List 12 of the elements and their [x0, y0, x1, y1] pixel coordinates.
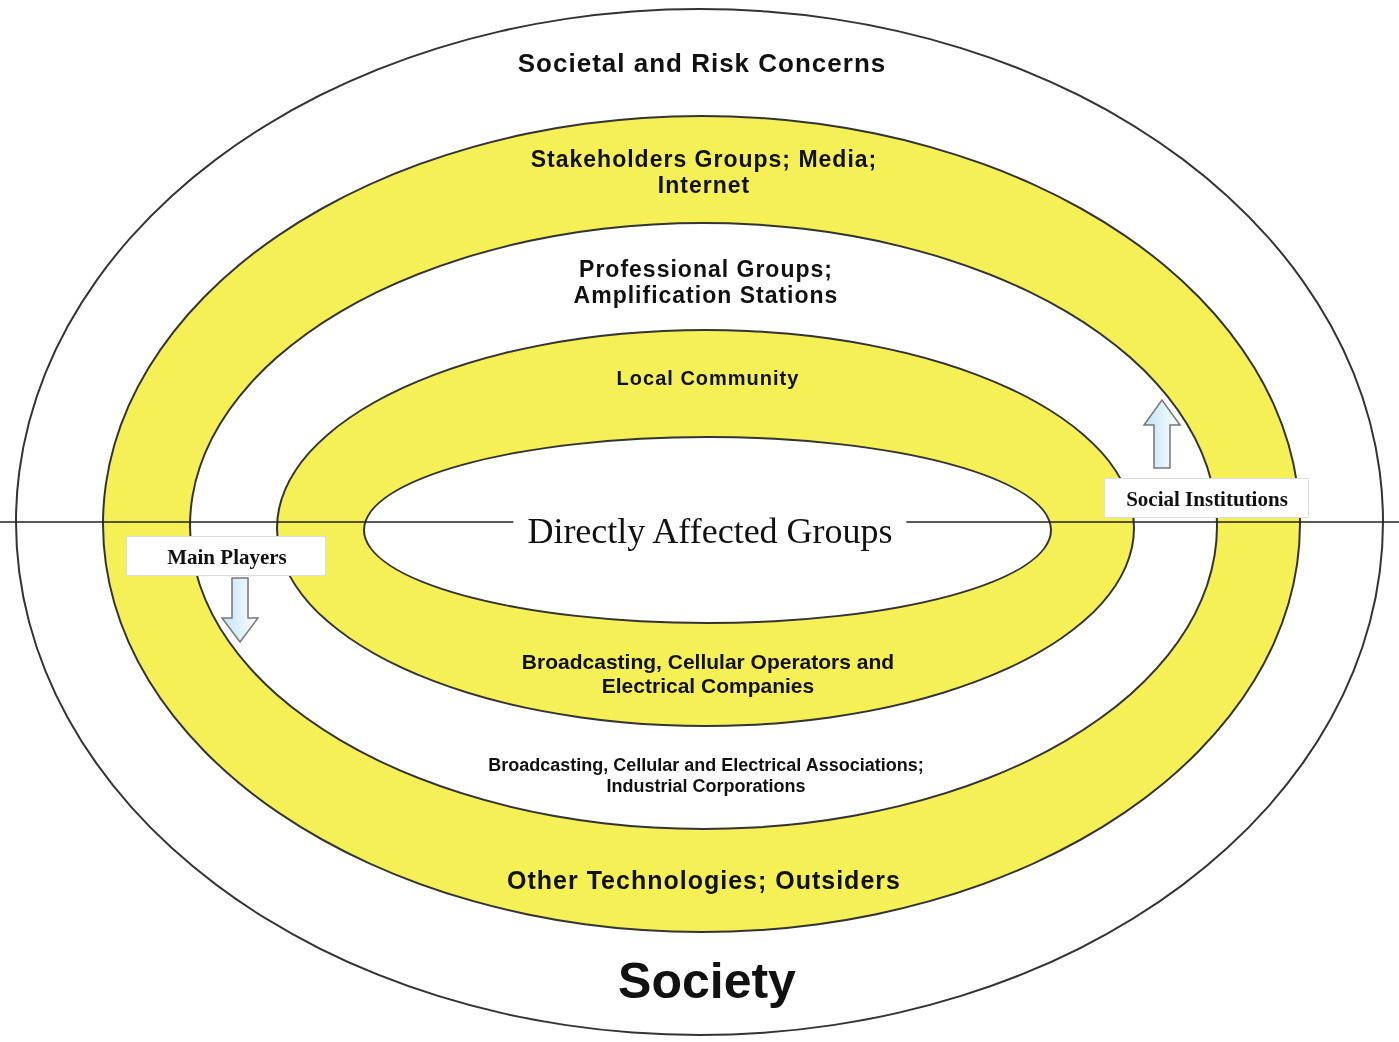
- ring-label: Broadcasting, Cellular Operators and Electrical Companies: [520, 649, 896, 699]
- ring-label: Broadcasting, Cellular and Electrical Associations; Industrial Corporations: [487, 755, 925, 797]
- label-box: [126, 536, 326, 576]
- ring-label: Professional Groups; Amplification Stations: [572, 255, 840, 309]
- ring-label: Other Technologies; Outsiders: [507, 865, 901, 895]
- ring-label: Societal and Risk Concerns: [517, 49, 887, 79]
- label-box: [1104, 478, 1309, 518]
- box-label: Main Players: [167, 544, 287, 570]
- ring-label: Local Community: [616, 366, 800, 390]
- ring-label: Society: [618, 953, 796, 1011]
- box-label: Social Institutions: [1126, 486, 1288, 512]
- ring-label: Stakeholders Groups; Media; Internet: [529, 145, 879, 199]
